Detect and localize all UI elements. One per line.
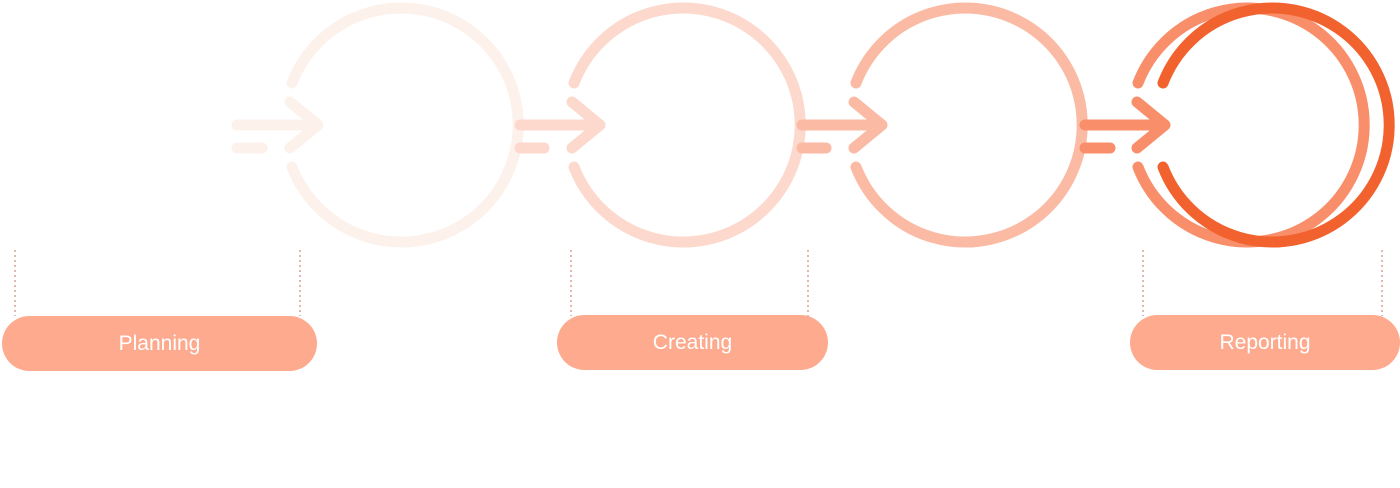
stage-label-reporting: Reporting [1219, 331, 1310, 354]
leader-lines [14, 250, 1383, 316]
cycle-circle-4 [1079, 2, 1370, 248]
stage-label-creating: Creating [653, 331, 732, 354]
cycle-circle-2 [514, 2, 806, 248]
stage-pill-reporting: Reporting [1130, 315, 1400, 370]
stage-pill-creating: Creating [557, 315, 828, 370]
stage-label-planning: Planning [119, 332, 201, 355]
cycle-circle-3 [796, 2, 1088, 248]
cycle-circle-5 [1157, 2, 1395, 248]
stage-pill-planning: Planning [2, 316, 317, 371]
cycle-circle-1 [231, 2, 524, 248]
